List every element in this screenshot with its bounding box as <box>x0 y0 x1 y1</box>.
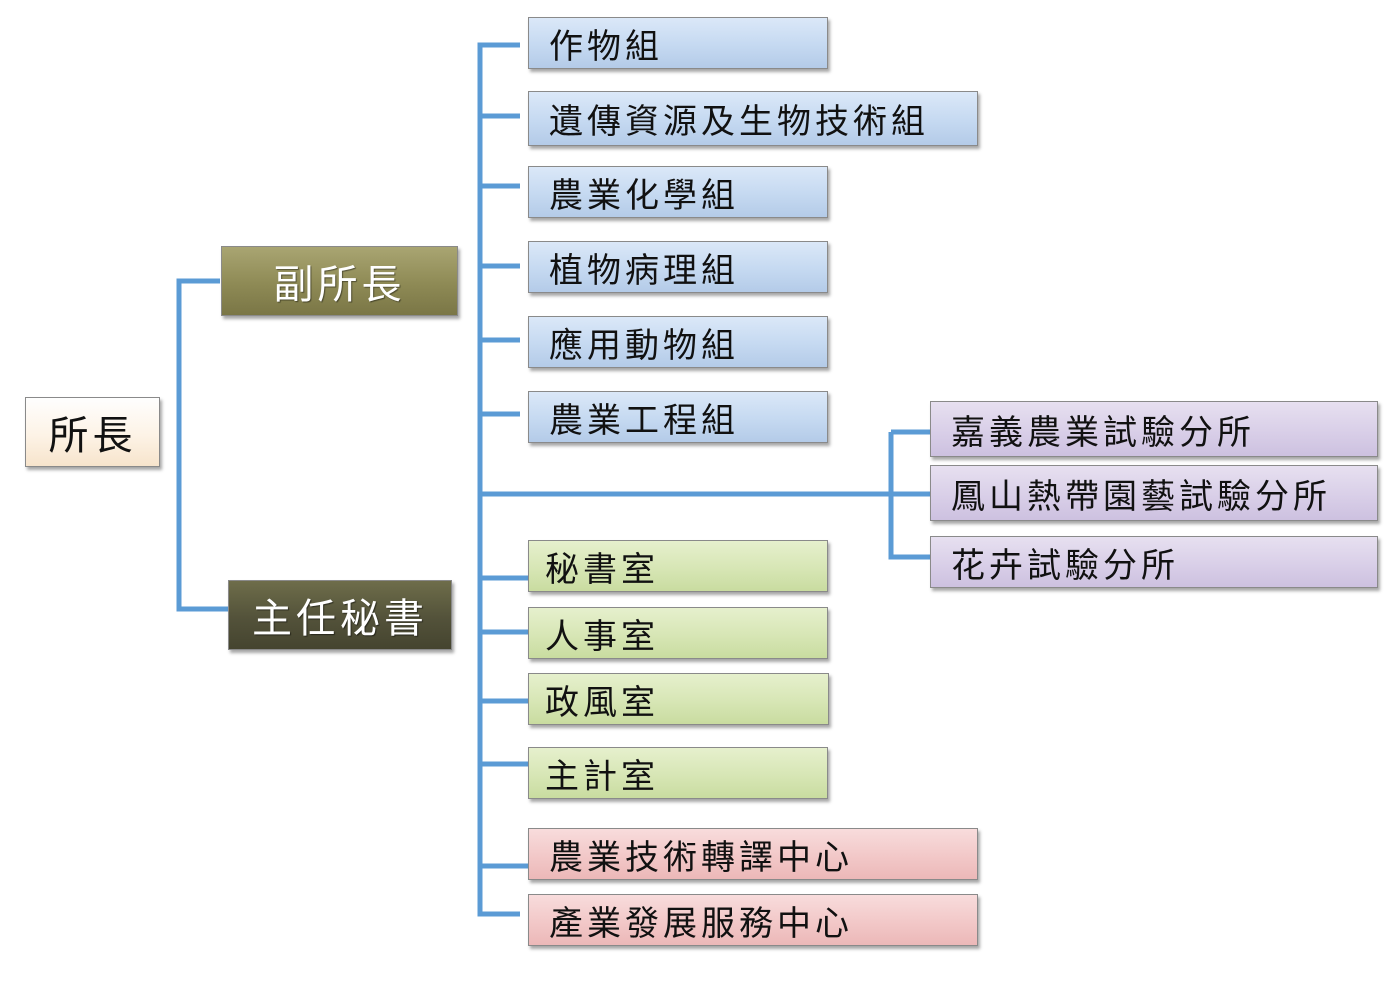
branch-label: 鳳山熱帶園藝試驗分所 <box>951 476 1331 517</box>
branch-box-chiayi: 嘉義農業試驗分所 <box>930 401 1378 457</box>
office-box-personnel: 人事室 <box>528 607 828 659</box>
division-label: 農業化學組 <box>549 175 739 216</box>
division-box-crop: 作物組 <box>528 17 828 69</box>
division-box-plant-pathology: 植物病理組 <box>528 241 828 293</box>
center-label: 產業發展服務中心 <box>549 903 853 944</box>
division-box-applied-zoology: 應用動物組 <box>528 316 828 368</box>
center-label: 農業技術轉譯中心 <box>549 837 853 878</box>
office-label: 政風室 <box>545 682 659 723</box>
office-box-secretariat: 秘書室 <box>528 540 828 592</box>
branch-box-fengshan: 鳳山熱帶園藝試驗分所 <box>930 465 1378 521</box>
office-label: 秘書室 <box>545 549 659 590</box>
director-box: 所長 <box>25 397 160 467</box>
deputy-director-box: 副所長 <box>221 246 458 316</box>
branch-label: 嘉義農業試驗分所 <box>951 412 1255 453</box>
office-label: 主計室 <box>545 756 659 797</box>
chief-secretary-box: 主任秘書 <box>228 580 452 650</box>
connector-division-ticks <box>480 113 520 417</box>
division-box-agricultural-engineering: 農業工程組 <box>528 391 828 443</box>
branch-box-floriculture: 花卉試驗分所 <box>930 536 1378 588</box>
connector-trunk <box>477 42 520 917</box>
deputy-director-label: 副所長 <box>273 262 406 308</box>
division-box-agricultural-chemistry: 農業化學組 <box>528 166 828 218</box>
office-box-accounting: 主計室 <box>528 747 828 799</box>
division-label: 作物組 <box>549 26 663 67</box>
center-box-industry-development: 產業發展服務中心 <box>528 894 978 946</box>
connector-office-ticks <box>480 575 528 869</box>
connector-branch <box>480 429 930 560</box>
connector-director-bracket <box>176 278 228 612</box>
division-label: 應用動物組 <box>549 325 739 366</box>
center-box-technology-transfer: 農業技術轉譯中心 <box>528 828 978 880</box>
director-label: 所長 <box>48 413 137 459</box>
division-box-genetic-resources: 遺傳資源及生物技術組 <box>528 91 978 146</box>
chief-secretary-label: 主任秘書 <box>252 596 428 642</box>
division-label: 農業工程組 <box>549 400 739 441</box>
office-box-ethics: 政風室 <box>528 673 829 725</box>
branch-label: 花卉試驗分所 <box>951 545 1179 586</box>
office-label: 人事室 <box>545 616 659 657</box>
division-label: 植物病理組 <box>549 250 739 291</box>
division-label: 遺傳資源及生物技術組 <box>549 102 929 142</box>
